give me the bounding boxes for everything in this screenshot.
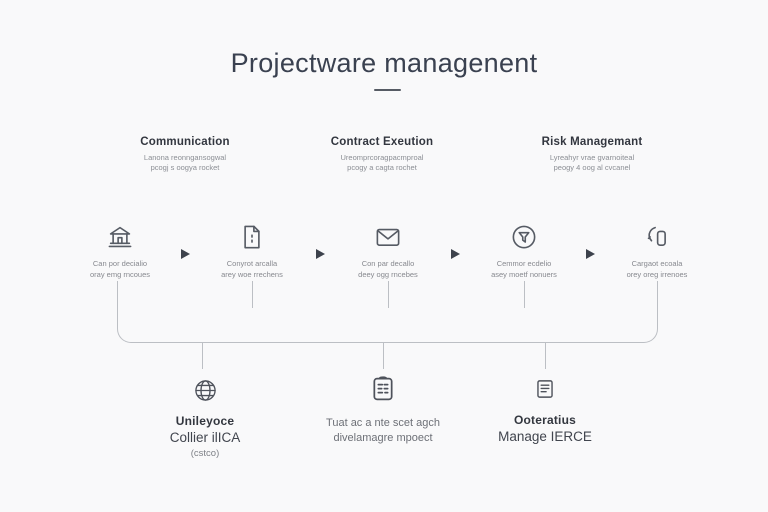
globe-icon — [115, 374, 295, 406]
section-header-contract-execution: Contract Exeution Ureomprcoragpacmproal … — [292, 136, 472, 172]
bank-icon — [55, 220, 185, 254]
bottom-item-title: Ooteratius — [513, 413, 576, 427]
flow-step-caption: Cemmor ecdelio asey moetf nonuers — [491, 259, 557, 279]
section-title: Communication — [140, 136, 230, 148]
connector-stub — [524, 281, 525, 308]
title-underline — [374, 89, 401, 91]
flow-step-2: Conyrot arcalla arey woe rrechens — [187, 220, 317, 280]
arrow-right-icon — [316, 249, 325, 259]
bottom-item-subtext: (cstco) — [190, 448, 220, 459]
section-subtext: Ureomprcoragpacmproal pcogy a cagta roch… — [340, 153, 424, 172]
connector-stub — [383, 342, 384, 369]
bottom-item-text: Tuat ac a nte scet agch divelamagre mpoe… — [326, 417, 440, 444]
bottom-item-2: Tuat ac a nte scet agch divelamagre mpoe… — [293, 372, 473, 445]
flow-step-caption: Conyrot arcalla arey woe rrechens — [221, 259, 283, 279]
connector-stub — [202, 342, 203, 369]
flow-step-3: Con par decallo deey ogg rncebes — [323, 220, 453, 280]
connector-bus — [117, 281, 658, 343]
clipboard-icon — [293, 372, 473, 404]
connector-stub — [545, 342, 546, 369]
flow-step-1: Can por decialio oray emg rncoues — [55, 220, 185, 280]
funnel-icon — [459, 220, 589, 254]
section-subtext: Lanona reonngansogwal pcogj s oogya rock… — [143, 153, 227, 172]
flow-step-caption: Con par decallo deey ogg rncebes — [358, 259, 418, 279]
arrow-right-icon — [451, 249, 460, 259]
flow-step-4: Cemmor ecdelio asey moetf nonuers — [459, 220, 589, 280]
flow-step-caption: Cargaot ecoala orey oreg irrenoes — [626, 259, 688, 279]
section-title: Contract Exeution — [330, 136, 434, 148]
bottom-item-3: Ooteratius Manage IERCE — [455, 373, 635, 444]
mail-icon — [323, 220, 453, 254]
sync-icon — [592, 220, 722, 254]
flow-step-caption: Can por decialio oray emg rncoues — [89, 259, 151, 279]
bottom-item-title: Unileyoce — [175, 414, 235, 428]
page-title: Projectware managenent — [230, 48, 538, 78]
note-icon — [455, 373, 635, 405]
connector-stub — [388, 281, 389, 308]
flow-step-5: Cargaot ecoala orey oreg irrenoes — [592, 220, 722, 280]
document-icon — [187, 220, 317, 254]
arrow-right-icon — [586, 249, 595, 259]
section-title: Risk Managemant — [541, 136, 643, 148]
section-header-risk-management: Risk Managemant Lyreahyr vrae gvarnoitea… — [502, 136, 682, 172]
section-header-communication: Communication Lanona reonngansogwal pcog… — [95, 136, 275, 172]
bottom-item-text: Manage IERCE — [498, 429, 592, 444]
section-subtext: Lyreahyr vrae gvarnoiteal peogy 4 oog al… — [549, 153, 635, 172]
arrow-right-icon — [181, 249, 190, 259]
connector-stub — [252, 281, 253, 308]
bottom-item-text: Collier ilICA — [169, 430, 241, 445]
bottom-item-1: Unileyoce Collier ilICA (cstco) — [115, 374, 295, 459]
